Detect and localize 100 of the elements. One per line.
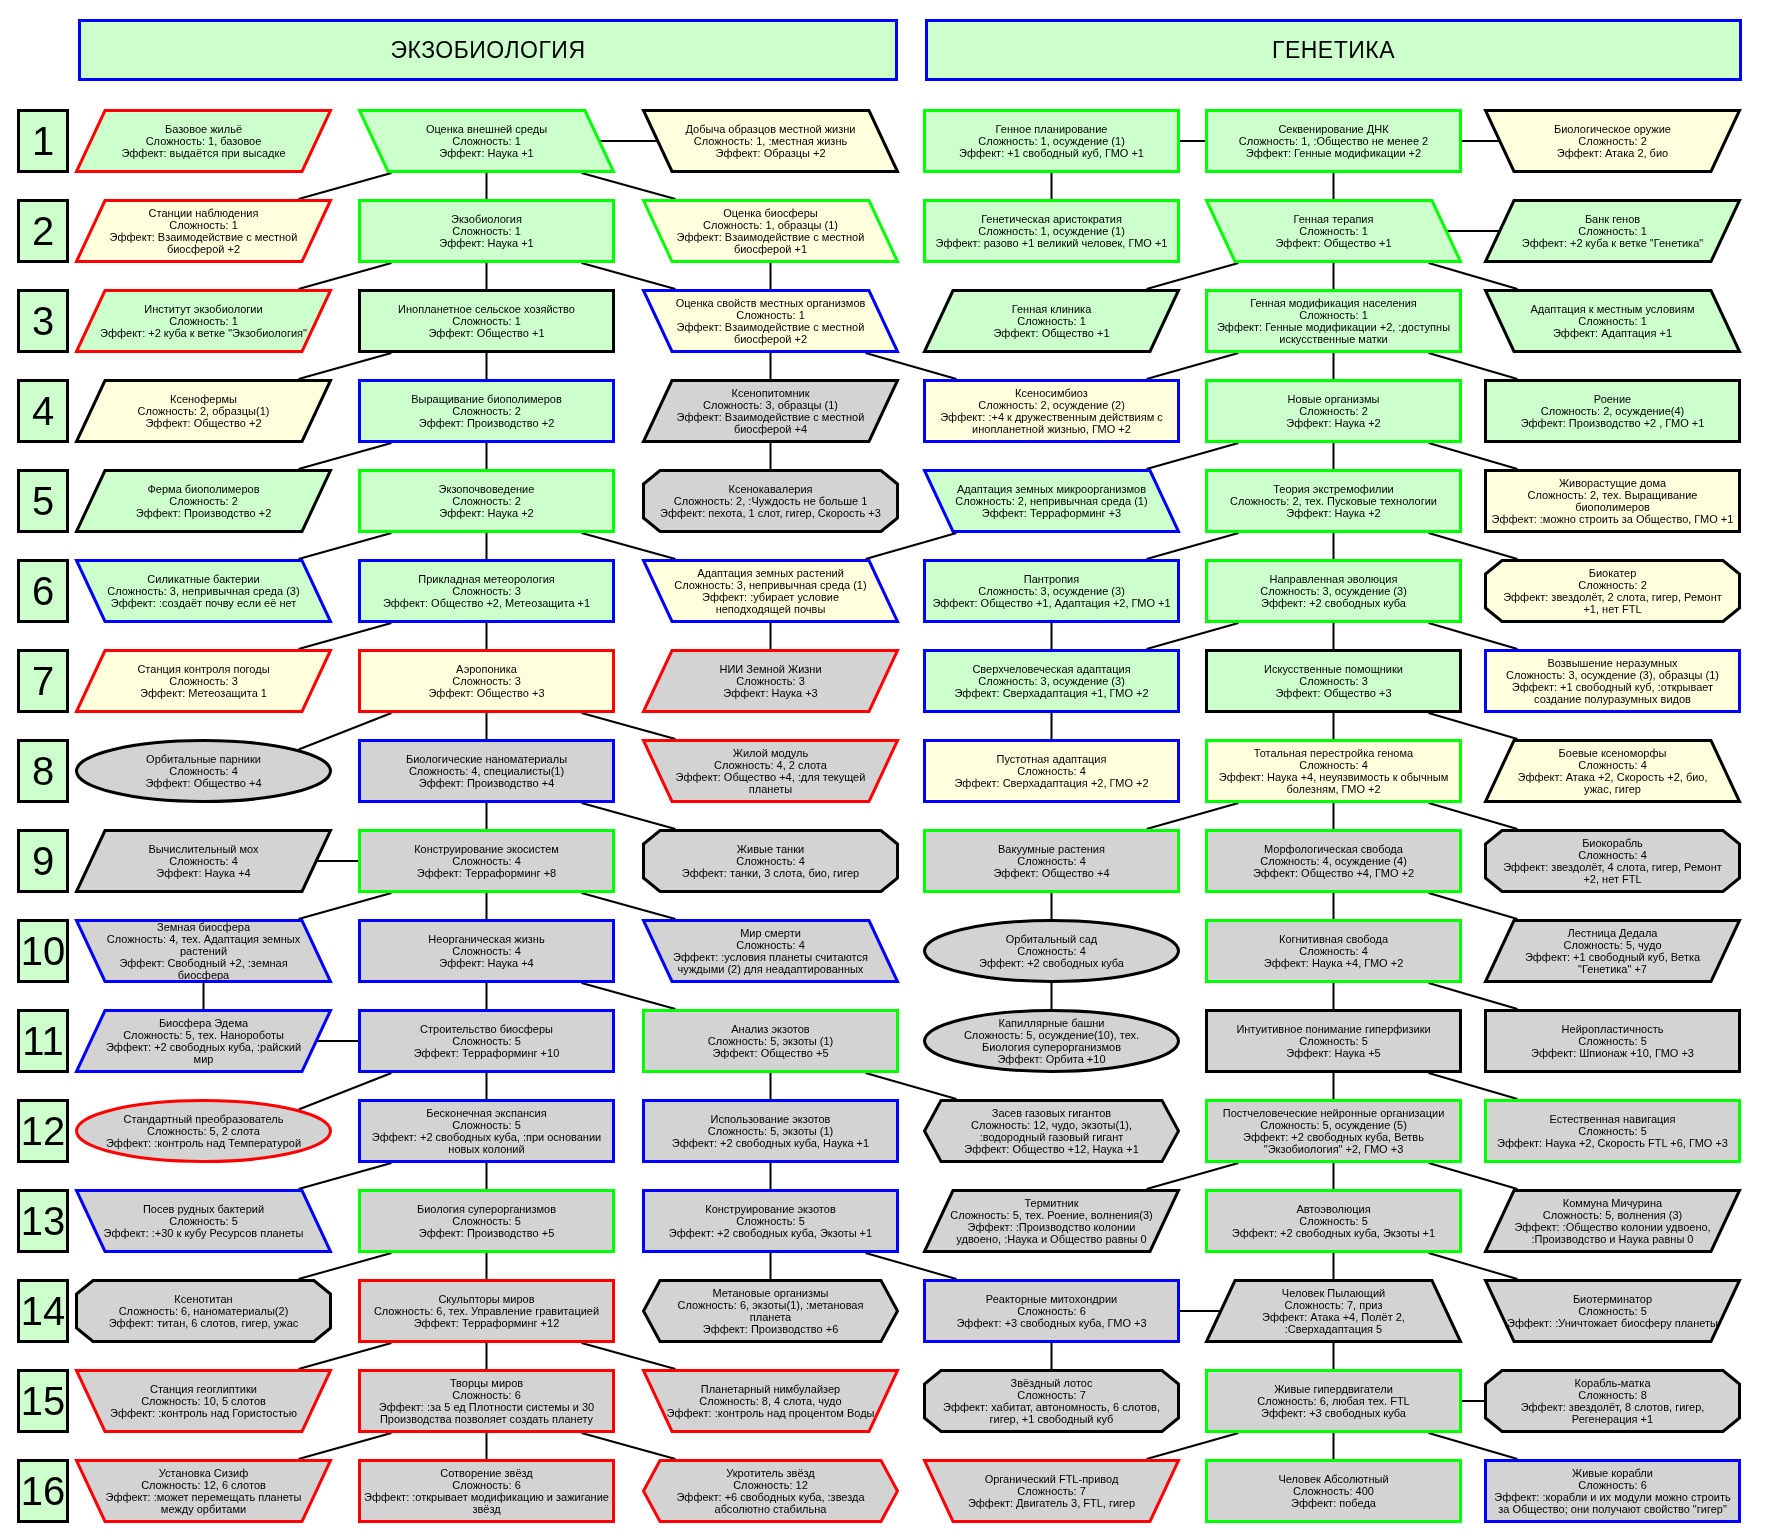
tech-title: Капиллярные башни: [998, 1016, 1105, 1029]
tech-title: Ксенопитомник: [731, 386, 810, 399]
tech-title: Биосфера Эдема: [158, 1016, 249, 1029]
connector-line: [1179, 140, 1206, 142]
tech-complexity: Сложность: 5, тех. Роение, волнения(3): [950, 1208, 1153, 1221]
connector-line: [485, 712, 488, 740]
tech-ellipse: [923, 1009, 1180, 1073]
tier-number-box: [17, 919, 69, 983]
tech-complexity: Сложность: 2, образцы(1): [137, 404, 270, 418]
connector-line: [1332, 802, 1335, 830]
tech-title: Живые корабли: [1572, 1466, 1653, 1479]
tech-box: [1484, 1009, 1741, 1073]
tech-effect: Эффект: хабитат, автономность, 6 слотов, гигер, +1 свободный куб: [942, 1401, 1161, 1426]
tech-effect: Эффект: Производство +5: [418, 1227, 555, 1240]
tech-trapezoid: [642, 1369, 899, 1433]
tech-effect: Эффект: Атака 2, био: [1556, 147, 1669, 160]
tech-title: Метановые организмы: [712, 1286, 829, 1299]
tech-box: [642, 1189, 899, 1253]
tech-effect: Эффект: :Уничтожает биосферу планеты: [1507, 1317, 1718, 1330]
connector-line: [297, 712, 393, 751]
connector-line: [1427, 352, 1519, 380]
tech-complexity: Сложность: 1, :местная жизнь: [693, 134, 848, 148]
tech-complexity: Сложность: 5, осуждение(10), тех. Биология суперорганизмов: [962, 1028, 1141, 1054]
tech-box: [1205, 109, 1462, 173]
tier-number: 3: [31, 301, 55, 341]
tech-effect: Эффект: Терраформинг +8: [416, 867, 557, 880]
tech-parallelogram: [642, 289, 899, 353]
connector-line: [1050, 1342, 1053, 1370]
tech-box: [1205, 1369, 1462, 1433]
tech-box: [358, 1459, 615, 1523]
tech-box: [1205, 1189, 1462, 1253]
tech-title: Сверхчеловеческая адаптация: [972, 662, 1131, 675]
connector-line: [485, 1072, 488, 1100]
tech-complexity: Сложность: 2, :Чуждость не больше 1: [673, 494, 868, 508]
tier-number-box: [17, 649, 69, 713]
tech-complexity: Сложность: 1, :Общество не менее 2: [1238, 134, 1429, 148]
tech-complexity: Сложность: 7: [1017, 1388, 1086, 1401]
tier-number-box: [17, 1459, 69, 1523]
connector-line: [864, 532, 958, 560]
tech-complexity: Сложность: 4: [169, 854, 238, 868]
tech-box: [358, 649, 615, 713]
connector-line: [1332, 172, 1335, 200]
tier-number: 5: [31, 481, 55, 521]
connector-line: [769, 352, 772, 380]
tech-complexity: Сложность: 1, базовое: [145, 134, 262, 148]
tech-complexity: Сложность: 2, тех. Выращивание биополимеров: [1527, 488, 1699, 514]
tech-box: [923, 739, 1180, 803]
tech-complexity: Сложность: 1: [452, 314, 521, 328]
tech-title: Планетарный нимбулайзер: [700, 1382, 841, 1395]
tech-box: [358, 559, 615, 623]
tech-trapezoid: [642, 739, 899, 803]
tech-complexity: Сложность: 4: [1299, 944, 1368, 958]
tech-effect: Эффект: Наука +2: [439, 507, 534, 520]
connector-line: [485, 1252, 488, 1280]
tech-title: Корабль-матка: [1574, 1376, 1651, 1389]
tech-complexity: Сложность: 3: [1299, 674, 1368, 688]
tech-complexity: Сложность: 2, осуждение(4): [1540, 404, 1685, 418]
tech-effect: Эффект: +1 свободный куб, Ветка "Генетика" +7: [1523, 951, 1702, 976]
connector-line: [485, 352, 488, 380]
tech-box: [923, 829, 1180, 893]
tech-box: [1205, 289, 1462, 353]
tech-parallelogram: [642, 379, 899, 443]
tech-title: Вакуумные растения: [998, 842, 1105, 855]
tech-title: Лестница Дедала: [1567, 926, 1658, 939]
tech-complexity: Сложность: 1, осуждение (1): [978, 134, 1125, 148]
tech-effect: Эффект: Общество +1: [993, 327, 1110, 340]
connector-line: [1332, 442, 1335, 470]
tech-effect: Эффект: +1 свободный куб, ГМО +1: [959, 147, 1144, 160]
tech-complexity: Сложность: 6, экзоты(1), :метановая планета: [676, 1298, 865, 1324]
connector-line: [1145, 262, 1240, 290]
tech-title: Термитник: [1024, 1196, 1079, 1209]
tech-ellipse: [75, 1099, 332, 1163]
tech-parallelogram: [75, 919, 332, 983]
tech-effect: Эффект: +2 свободных куба, Экзоты +1: [1231, 1227, 1436, 1240]
tech-box: [1484, 1099, 1741, 1163]
tech-complexity: Сложность: 4, тех. Адаптация земных растений: [105, 932, 302, 958]
tech-box: [358, 289, 615, 353]
tech-box: [358, 1189, 615, 1253]
tech-box: [358, 829, 615, 893]
tech-effect: Эффект: Адаптация +1: [1552, 327, 1673, 340]
tech-title: Генная терапия: [1293, 212, 1374, 225]
tech-title: Сотворение звёзд: [440, 1466, 533, 1479]
tech-title: Человек Абсолютный: [1278, 1472, 1389, 1485]
tech-complexity: Сложность: 5, экзоты (1): [707, 1124, 834, 1138]
tech-title: Конструирование экзотов: [705, 1202, 836, 1215]
tech-parallelogram: [642, 919, 899, 983]
tier-number-box: [17, 559, 69, 623]
tech-complexity: Сложность: 3, непривычная среда (3): [107, 584, 300, 598]
tech-effect: Эффект: :за 5 ед Плотности системы и 30 Производства позволяет создать планету: [377, 1401, 596, 1426]
tech-effect: Эффект: титан, 6 слотов, гигер, ужас: [108, 1317, 299, 1330]
tech-title: Генетическая аристократия: [981, 212, 1122, 225]
tech-effect: Эффект: :убирает условие неподходящей почвы: [700, 591, 841, 616]
tier-number: 14: [20, 1291, 66, 1331]
tier-number: 12: [20, 1111, 66, 1151]
tech-parallelogram: [1205, 199, 1462, 263]
tech-title: Направленная эволюция: [1269, 572, 1398, 585]
tech-title: Тотальная перестройка генома: [1253, 746, 1414, 759]
tech-complexity: Сложность: 4: [1017, 764, 1086, 778]
tech-title: Адаптация к местным условиям: [1530, 302, 1695, 315]
tech-parallelogram: [923, 469, 1180, 533]
